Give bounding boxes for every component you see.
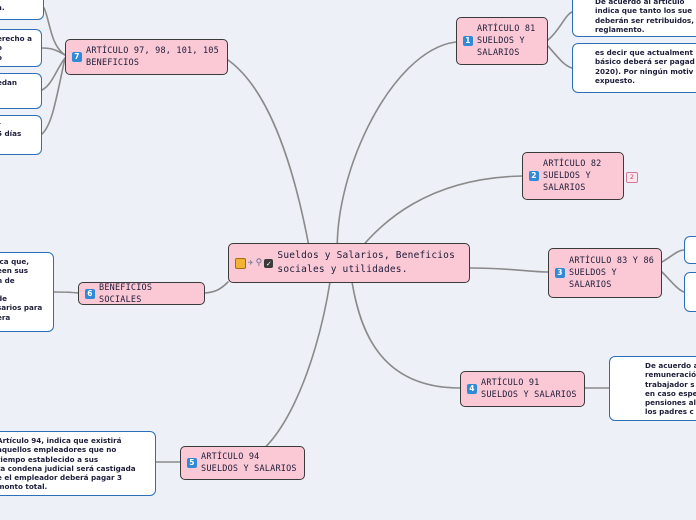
- note-article-91[interactable]: De acuerdo a remuneració trabajador s en…: [609, 356, 696, 421]
- central-topic-label: Sueldos y Salarios, Beneficios sociales …: [277, 250, 456, 275]
- number-badge-4: 4: [467, 384, 477, 394]
- checkbox-icon: ✓: [264, 258, 274, 268]
- number-badge-6: 6: [85, 288, 95, 299]
- number-badge-2: 2: [529, 171, 539, 181]
- note-article-97-d[interactable]: r 5 días: [0, 115, 42, 155]
- number-badge-1: 1: [463, 36, 473, 46]
- note-article-97-c[interactable]: edan .: [0, 73, 42, 109]
- branch-article-81[interactable]: 1 ARTÍCULO 81 SUELDOS Y SALARIOS: [456, 17, 548, 65]
- branch-label: BENEFICIOS SOCIALES: [99, 282, 153, 305]
- branch-label: ARTÍCULO 82 SUELDOS Y SALARIOS: [543, 159, 602, 193]
- branch-label: ARTÍCULO 94 SUELDOS Y SALARIOS: [201, 452, 297, 474]
- note-article-81-b[interactable]: es decir que actualment básico deberá se…: [572, 43, 696, 93]
- airplane-icon: ✈: [248, 258, 254, 268]
- calendar-icon: [235, 257, 246, 269]
- note-article-83-a[interactable]: [684, 236, 696, 264]
- branch-label: ARTÍCULO 97, 98, 101, 105 BENEFICIOS: [86, 46, 219, 68]
- number-badge-5: 5: [187, 458, 197, 468]
- central-topic-icons: ✈ ⚲ ✓: [235, 256, 274, 270]
- branch-beneficios-sociales[interactable]: 6 BENEFICIOS SOCIALES: [78, 282, 205, 305]
- number-badge-7: 7: [72, 52, 82, 62]
- link-count-badge[interactable]: 2: [626, 172, 638, 183]
- magnifier-icon: ⚲: [255, 258, 263, 268]
- branch-label: ARTÍCULO 83 Y 86 SUELDOS Y SALARIOS: [569, 256, 655, 290]
- branch-article-97-105[interactable]: 7 ARTÍCULO 97, 98, 101, 105 BENEFICIOS: [65, 39, 228, 75]
- branch-article-83-86[interactable]: 3 ARTÍCULO 83 Y 86 SUELDOS Y SALARIOS: [548, 248, 662, 298]
- note-beneficios-sociales[interactable]: ica que, een sus n de de sarios para era: [0, 252, 54, 332]
- note-article-81-a[interactable]: De acuerdo al artículo indica que tanto …: [572, 0, 696, 37]
- note-article-97-a[interactable]: a.: [0, 0, 44, 20]
- central-topic[interactable]: ✈ ⚲ ✓ Sueldos y Salarios, Beneficios soc…: [228, 243, 470, 283]
- branch-label: ARTÍCULO 91 SUELDOS Y SALARIOS: [481, 378, 577, 400]
- number-badge-3: 3: [555, 268, 565, 278]
- branch-label: ARTÍCULO 81 SUELDOS Y SALARIOS: [477, 24, 536, 58]
- branch-article-94[interactable]: 5 ARTÍCULO 94 SUELDOS Y SALARIOS: [180, 446, 305, 480]
- note-article-94[interactable]: Artículo 94, indica que existirá aquello…: [0, 431, 156, 496]
- note-article-83-b[interactable]: [684, 272, 696, 312]
- branch-article-82[interactable]: 2 ARTÍCULO 82 SUELDOS Y SALARIOS: [522, 152, 624, 200]
- note-article-97-b[interactable]: erecho a o o: [0, 29, 42, 67]
- branch-article-91[interactable]: 4 ARTÍCULO 91 SUELDOS Y SALARIOS: [460, 371, 585, 407]
